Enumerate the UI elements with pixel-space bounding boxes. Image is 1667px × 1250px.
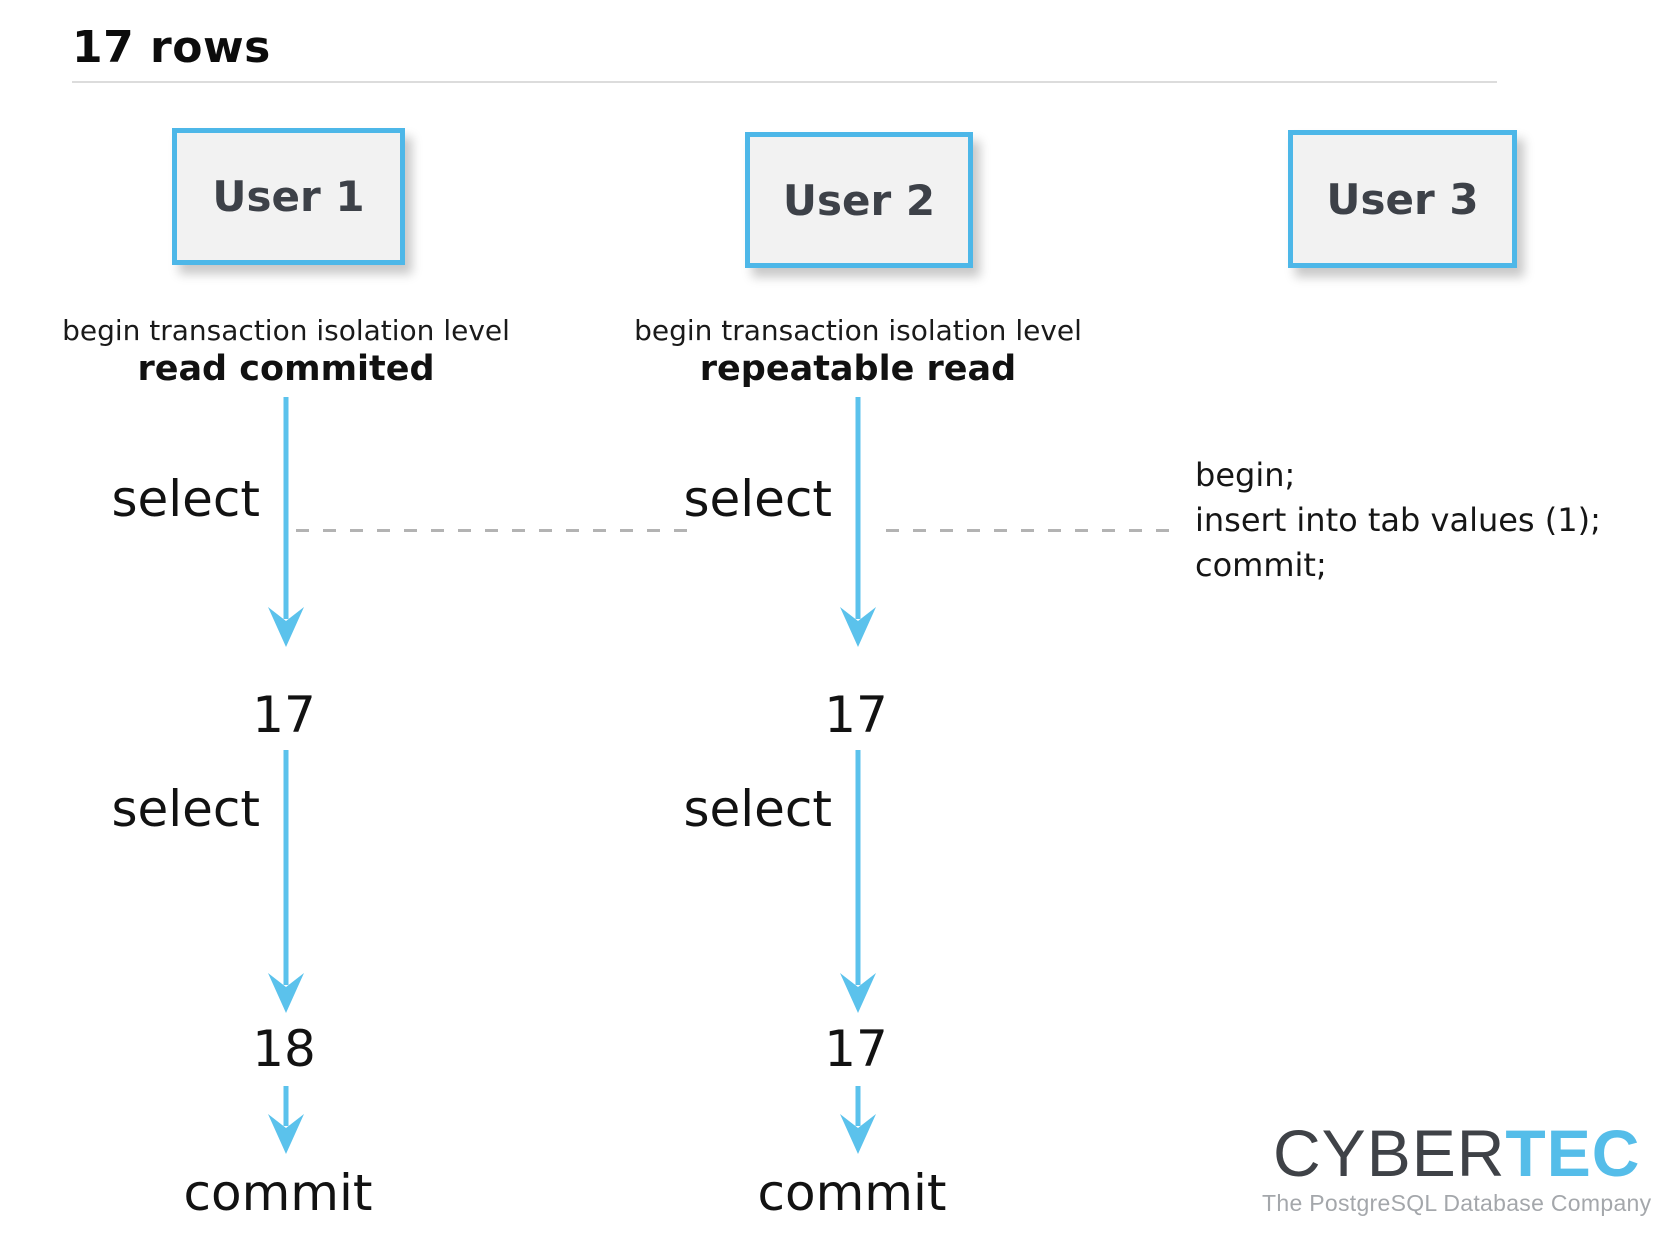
page-title: 17 rows	[72, 22, 271, 73]
arrow-shaft	[855, 1086, 861, 1126]
user3-sql-line: commit;	[1195, 546, 1327, 584]
arrow-head-icon	[268, 607, 304, 647]
user1-select-2: select	[111, 780, 260, 838]
user2-select-1: select	[683, 470, 832, 528]
user3-box: User 3	[1288, 130, 1517, 268]
user1-timeline-arrow-2	[264, 750, 308, 1013]
arrow-shaft	[283, 750, 289, 985]
user2-timeline-arrow-2	[836, 750, 880, 1013]
arrow-head-icon	[268, 1114, 304, 1154]
user2-isolation-level: repeatable read	[699, 349, 1017, 389]
user1-timeline-arrow-1	[264, 397, 308, 647]
user2-isolation-prefix: begin transaction isolation level	[634, 314, 1082, 347]
user2-timeline-arrow-3	[836, 1086, 880, 1154]
arrow-head-icon	[840, 973, 876, 1013]
logo-tagline: The PostgreSQL Database Company	[1262, 1190, 1652, 1217]
logo-wordmark: CYBERTEC	[1262, 1119, 1651, 1187]
user2-commit-label: commit	[757, 1164, 947, 1222]
user2-timeline-arrow-1	[836, 397, 880, 647]
arrow-shaft	[855, 397, 861, 619]
arrow-shaft	[855, 750, 861, 985]
user1-result-1: 17	[252, 686, 316, 744]
logo-text-cyber: CYBER	[1273, 1116, 1506, 1190]
user2-result-1: 17	[824, 686, 888, 744]
user2-select-2: select	[683, 780, 832, 838]
concurrency-dashed-line-left	[296, 529, 688, 532]
user2-box-label: User 2	[782, 175, 936, 225]
user3-sql-line: begin;	[1195, 456, 1296, 494]
title-divider	[72, 81, 1497, 83]
user3-sql-line: insert into tab values (1);	[1195, 501, 1601, 539]
user1-commit-label: commit	[183, 1164, 373, 1222]
arrow-head-icon	[840, 1114, 876, 1154]
arrow-head-icon	[268, 973, 304, 1013]
user2-result-2: 17	[824, 1020, 888, 1078]
user1-box: User 1	[172, 128, 405, 265]
arrow-shaft	[283, 1086, 289, 1126]
arrow-shaft	[283, 397, 289, 619]
user1-select-1: select	[111, 470, 260, 528]
cybertec-logo: CYBERTEC The PostgreSQL Database Company	[1262, 1119, 1652, 1217]
arrow-head-icon	[840, 607, 876, 647]
logo-text-tec: TEC	[1505, 1116, 1641, 1190]
user1-isolation-prefix: begin transaction isolation level	[62, 314, 510, 347]
user1-timeline-arrow-3	[264, 1086, 308, 1154]
user3-sql-block: begin; insert into tab values (1); commi…	[1195, 453, 1601, 588]
user3-box-label: User 3	[1326, 174, 1479, 224]
user1-box-label: User 1	[212, 172, 365, 221]
user1-isolation-level: read commited	[137, 349, 435, 389]
user2-box: User 2	[745, 132, 973, 268]
user1-result-2: 18	[252, 1020, 316, 1078]
concurrency-dashed-line-right	[886, 529, 1183, 532]
